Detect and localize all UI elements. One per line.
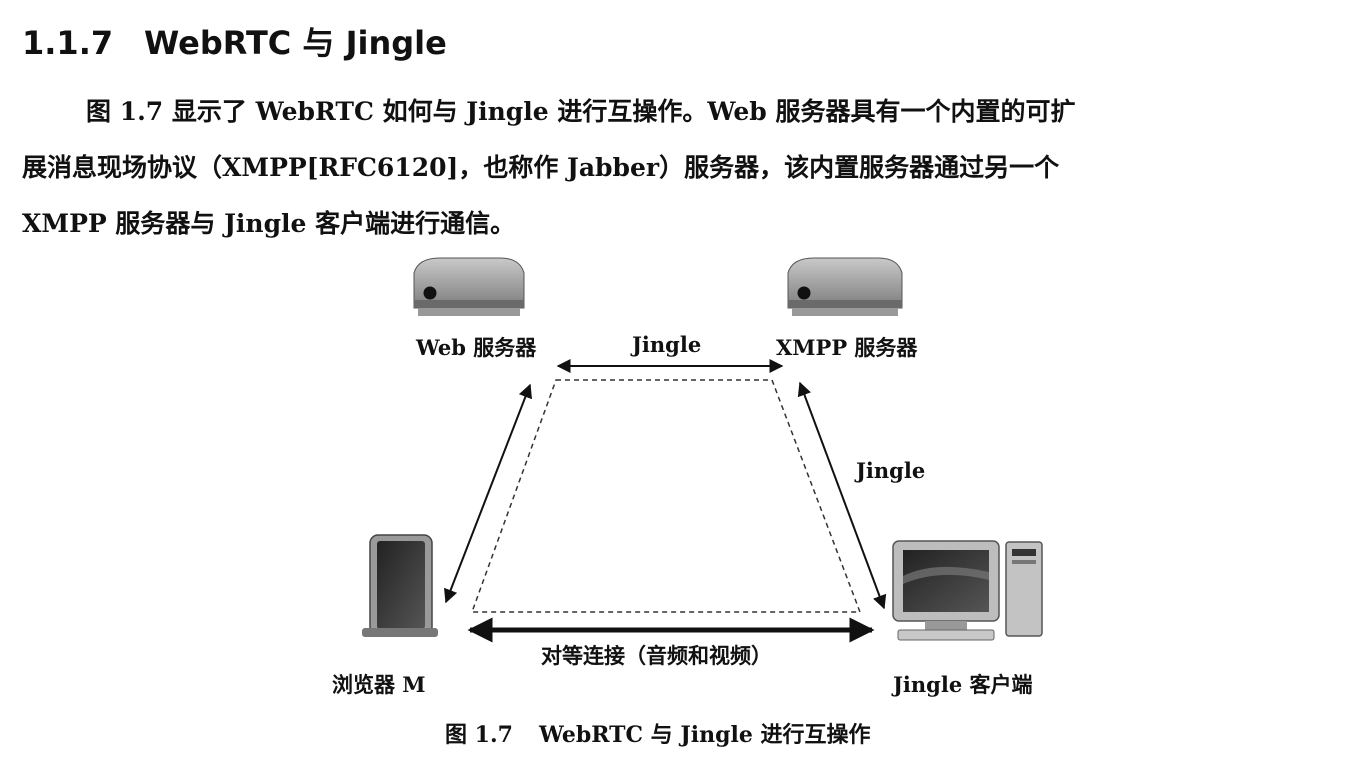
section-title: WebRTC 与 Jingle <box>144 24 447 62</box>
top-jingle-label: Jingle <box>632 332 702 357</box>
xmpp-server-label: XMPP 服务器 <box>776 335 918 360</box>
paragraph-line-1: 图 1.7 显示了 WebRTC 如何与 Jingle 进行互操作。Web 服务… <box>86 97 1076 126</box>
figure-caption: 图 1.7 WebRTC 与 Jingle 进行互操作 <box>445 717 871 749</box>
figure-number: 图 1.7 <box>445 722 513 748</box>
jingle-client-computer-icon <box>892 540 1043 641</box>
right-jingle-arrow <box>797 381 887 610</box>
body-paragraph: 图 1.7 显示了 WebRTC 如何与 Jingle 进行互操作。Web 服务… <box>22 84 1322 252</box>
web-server-label: Web 服务器 <box>416 335 537 360</box>
paragraph-line-2: 展消息现场协议（XMPP[RFC6120]，也称作 Jabber）服务器，该内置… <box>22 153 1060 182</box>
section-number: 1.1.7 <box>22 24 114 62</box>
right-jingle-label: Jingle <box>856 458 926 483</box>
left-connection-arrow <box>444 383 532 604</box>
figure-caption-text: WebRTC 与 Jingle 进行互操作 <box>538 722 871 748</box>
browser-tablet-icon <box>362 534 438 637</box>
jingle-client-label: Jingle 客户端 <box>893 672 1033 697</box>
browser-label: 浏览器 M <box>332 672 426 697</box>
xmpp-server-icon <box>787 257 903 316</box>
paragraph-line-3: XMPP 服务器与 Jingle 客户端进行通信。 <box>22 209 516 238</box>
section-heading: 1.1.7 WebRTC 与 Jingle <box>22 18 447 64</box>
signaling-path-dashed <box>470 379 862 613</box>
web-server-icon <box>413 257 525 316</box>
peer-connection-label: 对等连接（音频和视频） <box>541 643 772 668</box>
